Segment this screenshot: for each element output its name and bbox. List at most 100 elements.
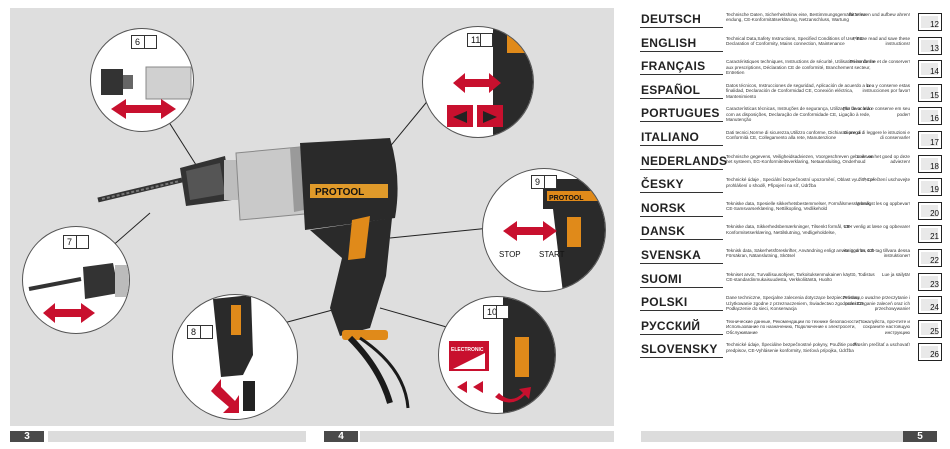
page-reference-box: 17 (918, 131, 942, 149)
page-reference: 24 (930, 303, 939, 313)
language-row[interactable]: DANSK Tekniske data, Sikkerhedsbemærkning… (640, 224, 942, 246)
footer-bar-left (48, 431, 306, 442)
page-reference-box: 18 (918, 154, 942, 173)
brand-label: PROTOOL (315, 187, 364, 198)
page-reference-box: 20 (918, 201, 942, 220)
language-contents: Tekniske data, Sikkerhedsbemærkninger, T… (726, 224, 852, 235)
drill-chuck (180, 156, 238, 206)
language-contents: Tekniset arvot, Turvallisuusohjeet, Tark… (726, 271, 875, 282)
language-row[interactable]: SUOMI Tekniset arvot, Turvallisuusohjeet,… (640, 271, 942, 294)
language-underline (640, 333, 723, 335)
callout-7-bit: 7 (22, 226, 130, 334)
language-row[interactable]: FRANÇAIS Caractéristiques techniques, Ins… (640, 59, 942, 81)
language-underline (640, 215, 723, 217)
page-reference-box: 23 (918, 272, 942, 291)
language-underline (640, 310, 723, 312)
page-reference-box: 16 (918, 107, 942, 126)
page-reference: 22 (930, 256, 939, 265)
page-reference: 26 (930, 350, 939, 360)
double-arrow-icon (43, 303, 95, 323)
language-underline (640, 97, 723, 99)
language-row[interactable]: SVENSKA Teknisk data, Säkerhetsföreskrift… (640, 248, 942, 270)
manual-book-icon: 10 (483, 305, 509, 319)
drill-bit (97, 177, 183, 203)
language-note: Por favor leia e conserve em seu poder! (842, 106, 910, 117)
language-row[interactable]: SLOVENSKY Technické údaje, Špeciálne bezp… (640, 342, 942, 364)
stop-label: STOP (499, 250, 521, 259)
language-name: ITALIANO (641, 130, 700, 144)
page-reference: 13 (930, 43, 939, 53)
language-underline (640, 263, 723, 264)
language-note: Prosím prečítať a uschovať! (853, 342, 910, 348)
language-name: DEUTSCH (641, 12, 702, 26)
page-reference: 17 (930, 138, 939, 147)
brand-label: PROTOOL (549, 195, 584, 202)
language-underline (640, 286, 723, 288)
language-contents: Teknisk data, Säkerhetsföreskrifter, Anv… (726, 248, 876, 259)
language-name: SUOMI (641, 271, 682, 286)
footer-bar-center (360, 431, 614, 442)
language-name: FRANÇAIS (641, 59, 706, 74)
callout-11-switch: 11 (422, 26, 534, 138)
language-underline (640, 121, 723, 123)
page-reference-box: 15 (918, 83, 942, 102)
language-contents: Caractéristiques techniques, Instruction… (726, 59, 876, 75)
language-underline (640, 74, 723, 76)
double-arrow-icon (453, 73, 501, 93)
manual-book-icon: 8 (187, 325, 213, 339)
page-reference-box: 19 (918, 178, 942, 197)
language-underline (640, 27, 723, 28)
language-note: Prière de lire et de conserver! (849, 59, 910, 65)
language-underline (640, 357, 723, 359)
page-reference: 19 (930, 185, 939, 195)
language-name: РУССКИЙ (641, 318, 701, 333)
language-contents: Technické údaje, Špeciálne bezpečnostné … (726, 342, 859, 353)
language-note: Vennligst les og oppbevar! (856, 200, 910, 206)
language-note: Bitte lesen und aufbew ahren! (849, 12, 910, 17)
double-arrow-icon (503, 221, 557, 241)
language-contents: Technische gegevens, Veiligheidsadviezen… (726, 153, 874, 164)
callout-9-trigger: 9 PROTOOL STOP START (482, 168, 606, 292)
language-contents: Datos técnicos, Instrucciones de segurid… (726, 82, 870, 99)
page-reference-box: 13 (918, 36, 942, 55)
diagonal-arrow-icon (211, 379, 239, 413)
language-row[interactable]: POLSKI Dane techniczne, Specjalne zalecen… (640, 295, 942, 317)
language-contents: Dane techniczne, Specjalne zalecenia dot… (726, 295, 865, 311)
language-name: ESPAÑOL (641, 82, 701, 97)
language-underline (640, 50, 723, 52)
page-reference-box: 22 (918, 249, 942, 267)
switch-diagram (447, 27, 533, 137)
manual-book-icon: 9 (531, 175, 557, 189)
language-name: SLOVENSKY (641, 342, 718, 357)
bit-insert-diagram (28, 263, 129, 323)
language-note: Po přečtení uschovejte (863, 177, 910, 183)
manual-book-icon: 11 (467, 33, 493, 47)
page-reference: 18 (930, 161, 939, 171)
start-label: START (539, 250, 565, 259)
page-reference: 20 (930, 208, 939, 218)
language-row[interactable]: ESPAÑOL Datos técnicos, Instrucciones de … (640, 82, 942, 105)
language-name: SVENSKA (641, 248, 702, 262)
language-note: Пожалуйста, прочтите и сохраните настоящ… (858, 318, 910, 335)
language-note: Lea y conserve estas instrucciones por f… (862, 82, 911, 94)
drill-body: PROTOOL (235, 138, 410, 409)
language-contents: Технические данные, Рекомендации по техн… (726, 318, 860, 335)
double-arrow-icon (111, 99, 176, 119)
handle-diagram (211, 295, 255, 413)
language-name: POLSKI (641, 295, 688, 310)
language-underline (640, 239, 723, 241)
language-name: DANSK (641, 224, 686, 239)
language-row[interactable]: РУССКИЙ Технические данные, Рекомендации … (640, 318, 942, 341)
language-note: Please read and save these instructions! (853, 35, 910, 46)
rotate-arrow-icon (495, 387, 531, 403)
drill-illustration: PROTOOL (97, 97, 491, 409)
language-underline (640, 168, 723, 170)
page-reference-box: 21 (918, 225, 942, 244)
